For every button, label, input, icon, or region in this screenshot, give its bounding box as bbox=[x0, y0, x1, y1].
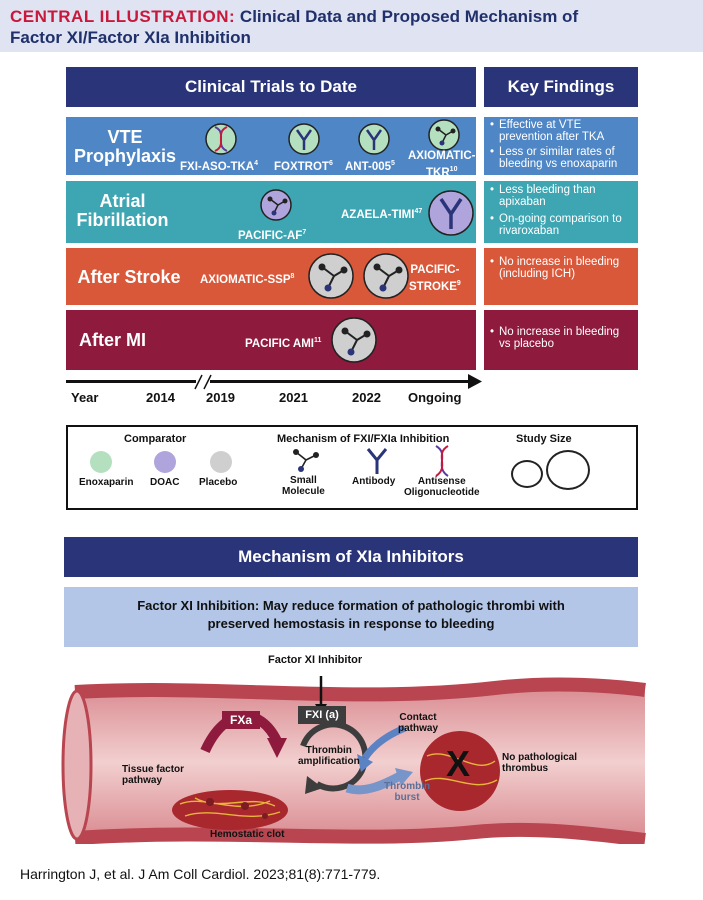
inhibitor-label: Factor XI Inhibitor bbox=[268, 654, 363, 666]
vessel-opening bbox=[61, 689, 93, 841]
finding-item: •Effective at VTE prevention after TKA bbox=[490, 119, 605, 143]
legend-label-antibody: Antibody bbox=[352, 476, 396, 487]
dna-icon bbox=[435, 445, 449, 477]
small-molecule-icon bbox=[308, 253, 354, 299]
timeline-axis bbox=[66, 380, 476, 383]
trial-label: AXIOMATIC-TKR10 bbox=[408, 150, 476, 179]
finding-item: •Less bleeding than apixaban bbox=[490, 184, 596, 208]
row-stroke-findings bbox=[484, 248, 638, 305]
mi-icons bbox=[331, 317, 377, 363]
timeline-break bbox=[194, 374, 212, 390]
small-molecule-icon bbox=[331, 317, 377, 363]
small-molecule-icon bbox=[293, 449, 319, 472]
mechanism-description: Factor XI Inhibition: May reduce formati… bbox=[64, 587, 638, 647]
timeline-arrowhead bbox=[468, 374, 482, 389]
mechanism-banner: Mechanism of XIa Inhibitors bbox=[64, 537, 638, 577]
row-vte-trials bbox=[66, 117, 476, 175]
small-study-circle bbox=[511, 460, 543, 488]
timeline-label: 2014 bbox=[146, 390, 175, 405]
findings-banner: Key Findings bbox=[484, 67, 638, 107]
antibody-icon bbox=[358, 123, 390, 155]
fxa-label: FXa bbox=[222, 711, 260, 729]
trial-label: AZAELA-TIMI47 bbox=[341, 208, 423, 221]
finding-item: •Less or similar rates of bleeding vs en… bbox=[490, 146, 618, 170]
vessel-diagram bbox=[61, 676, 646, 844]
small-molecule-icon bbox=[260, 189, 292, 221]
trial-label: FXI-ASO-TKA4 bbox=[180, 160, 259, 173]
trial-label: PACIFIC-STROKE9 bbox=[409, 264, 461, 293]
x-mark: X bbox=[446, 743, 471, 784]
small-molecule-icon bbox=[428, 119, 460, 151]
citation: Harrington J, et al. J Am Coll Cardiol. … bbox=[20, 866, 381, 882]
trial-label: FOXTROT6 bbox=[274, 160, 333, 173]
amplification-loop bbox=[300, 721, 369, 792]
timeline-label: 2019 bbox=[206, 390, 235, 405]
timeline-label: 2022 bbox=[352, 390, 381, 405]
row-title-stroke: After Stroke bbox=[77, 267, 181, 287]
trial-label: PACIFIC AMI11 bbox=[245, 337, 322, 350]
vessel-wall-bottom bbox=[74, 822, 646, 844]
legend-comparator-title: Comparator bbox=[124, 433, 187, 445]
row-title-af: Atrial Fibrillation bbox=[76, 191, 169, 230]
antibody-icon bbox=[366, 448, 388, 474]
header-title-line1: CENTRAL ILLUSTRATION: Clinical Data and … bbox=[10, 7, 578, 27]
row-title-mi: After MI bbox=[79, 330, 146, 350]
hemostatic-clot-label: Hemostatic clot bbox=[210, 829, 285, 840]
row-vte-findings bbox=[484, 117, 638, 175]
vte-icons bbox=[205, 119, 460, 155]
legend-label-placebo: Placebo bbox=[199, 477, 238, 488]
antibody-icon bbox=[288, 123, 320, 155]
header-title-part1: Clinical Data and Proposed Mechanism of bbox=[239, 7, 579, 26]
legend: Comparator Enoxaparin DOAC Placebo Mecha… bbox=[66, 425, 638, 510]
burst-arrow bbox=[345, 772, 403, 795]
row-mi-findings bbox=[484, 310, 638, 370]
af-icons bbox=[260, 189, 474, 236]
trials-banner: Clinical Trials to Date bbox=[66, 67, 476, 107]
trial-label: AXIOMATIC-SSP8 bbox=[200, 273, 295, 286]
trial-label: ANT-0055 bbox=[345, 160, 395, 173]
legend-mechanism-title: Mechanism of FXI/FXIa Inhibition bbox=[277, 433, 450, 445]
timeline-label: Ongoing bbox=[408, 390, 462, 405]
antibody-icon bbox=[428, 190, 474, 236]
large-study-circle bbox=[546, 450, 590, 490]
trial-label: PACIFIC-AF7 bbox=[238, 229, 307, 242]
timeline-label: Year bbox=[71, 390, 99, 405]
hemostatic-clot-shape bbox=[172, 790, 288, 830]
fxi-label: FXI (a) bbox=[298, 706, 346, 724]
row-title-vte: VTE Prophylaxis bbox=[73, 127, 177, 166]
legend-size-title: Study Size bbox=[516, 433, 572, 445]
stroke-icons bbox=[308, 253, 409, 299]
contact-arrow bbox=[362, 724, 407, 761]
timeline-label: 2021 bbox=[279, 390, 308, 405]
row-af-findings bbox=[484, 181, 638, 243]
row-mi-trials bbox=[66, 310, 476, 370]
header-label: CENTRAL ILLUSTRATION: bbox=[10, 7, 236, 26]
placebo-swatch bbox=[210, 451, 232, 473]
finding-item: •On-going comparison to rivaroxaban bbox=[490, 213, 622, 237]
vessel-wall-top bbox=[74, 677, 646, 702]
finding-item: •No increase in bleeding vs placebo bbox=[490, 326, 620, 350]
doac-swatch bbox=[154, 451, 176, 473]
legend-label-enoxaparin: Enoxaparin bbox=[79, 477, 134, 488]
header: CENTRAL ILLUSTRATION: Clinical Data and … bbox=[0, 0, 703, 52]
thrombus-shape bbox=[420, 731, 500, 811]
small-molecule-icon bbox=[363, 253, 409, 299]
legend-label-doac: DOAC bbox=[150, 477, 180, 488]
finding-item: •No increase in bleeding (including ICH) bbox=[490, 256, 620, 280]
header-title-line2: Factor XI/Factor XIa Inhibition bbox=[10, 28, 251, 47]
enoxaparin-swatch bbox=[90, 451, 112, 473]
dna-icon bbox=[205, 123, 237, 155]
